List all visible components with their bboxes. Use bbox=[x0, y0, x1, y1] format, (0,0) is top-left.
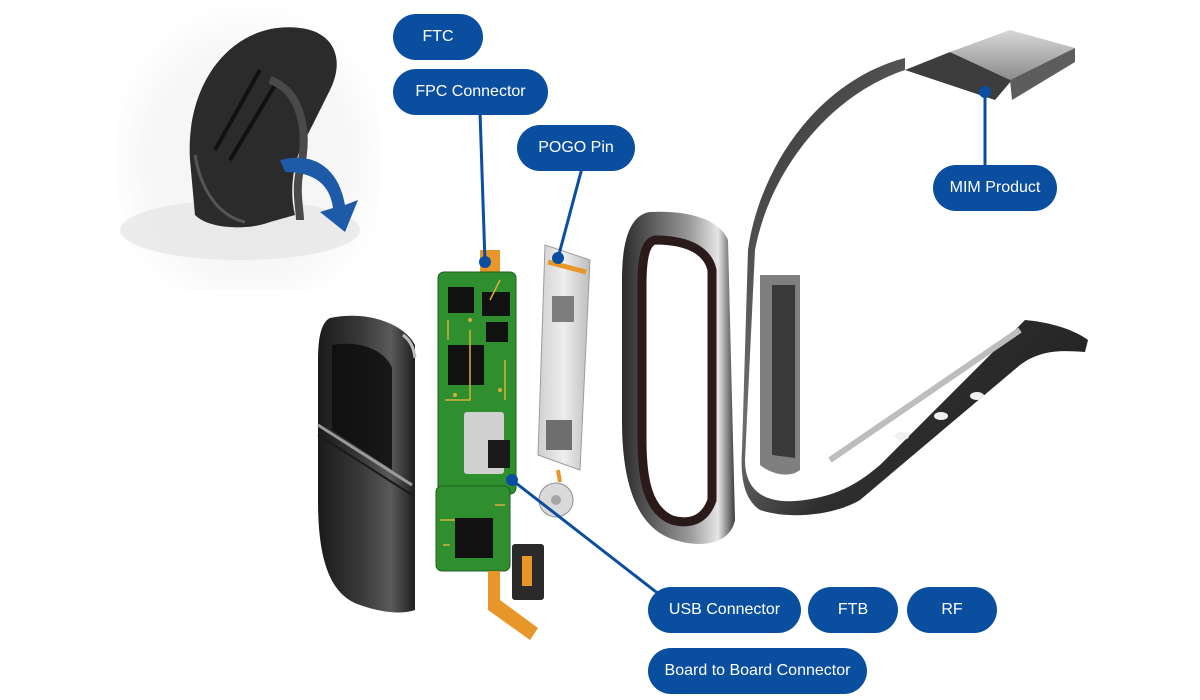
label-usb-connector: USB Connector bbox=[648, 587, 801, 633]
assembled-band-photo bbox=[118, 0, 380, 290]
label-pogo-pin: POGO Pin bbox=[517, 125, 635, 171]
leader-lines bbox=[478, 92, 987, 597]
label-mim-product: MIM Product bbox=[933, 165, 1057, 211]
main-pcb bbox=[437, 250, 517, 495]
leader-pogo-pin bbox=[556, 167, 584, 259]
label-rf: RF bbox=[907, 587, 997, 633]
label-board-to-board-connector: Board to Board Connector bbox=[648, 648, 867, 694]
leader-fpc-connector bbox=[478, 111, 487, 263]
inner-frame bbox=[622, 211, 735, 544]
secondary-pcb bbox=[435, 485, 544, 640]
leader-dots bbox=[479, 86, 991, 486]
label-ftb: FTB bbox=[808, 587, 898, 633]
label-ftc: FTC bbox=[393, 14, 483, 60]
blue-curved-arrow-icon bbox=[280, 157, 358, 232]
leader-usb-connector bbox=[511, 478, 661, 597]
battery-module bbox=[537, 244, 591, 518]
wrist-band bbox=[741, 30, 1088, 516]
front-cover bbox=[317, 315, 417, 613]
label-fpc-connector: FPC Connector bbox=[393, 69, 548, 115]
